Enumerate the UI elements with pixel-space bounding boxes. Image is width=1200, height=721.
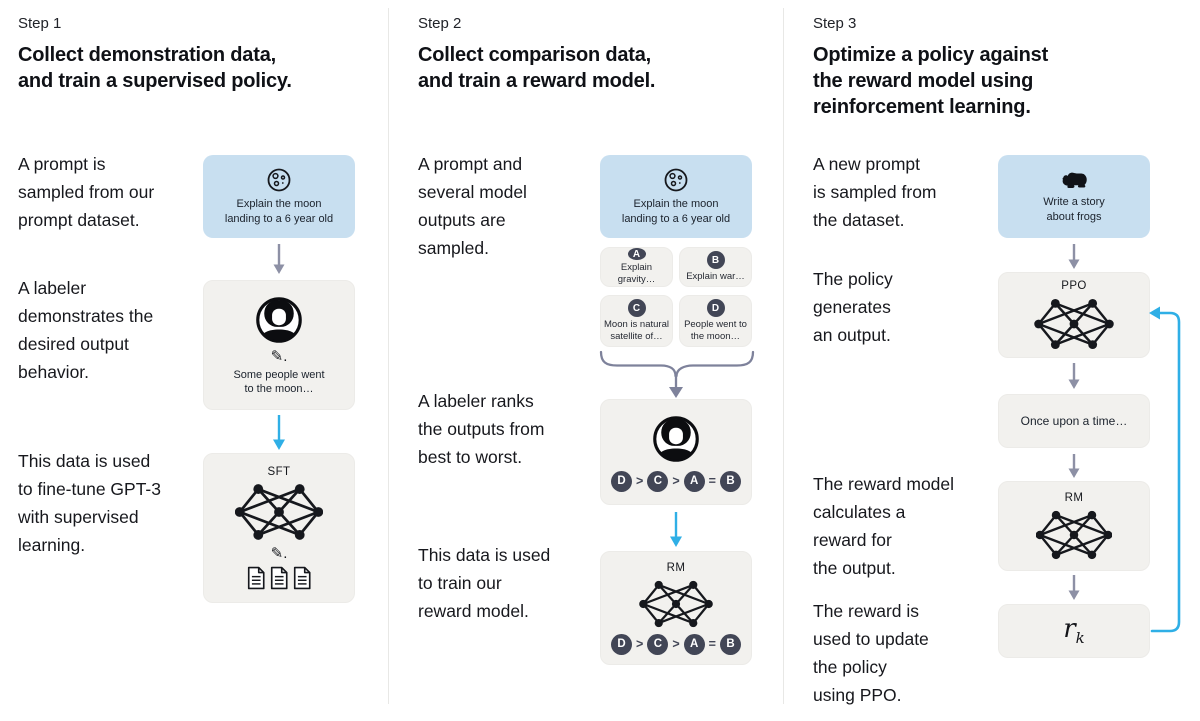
policy-output-card: Once upon a time…: [998, 394, 1150, 448]
ppo-label: PPO: [1061, 279, 1087, 292]
step1-caption-labeler: A labeler demonstrates the desired outpu…: [18, 278, 154, 382]
step3-prompt-text: Write a story about frogs: [1043, 196, 1105, 223]
output-text: People went to the moon…: [684, 319, 747, 342]
step2-caption-prompt: A prompt and several model outputs are s…: [418, 154, 527, 258]
frog-icon: [1062, 172, 1087, 188]
down-arrow-icon: [1068, 575, 1080, 600]
output-card-b: B Explain war…: [679, 247, 752, 287]
step3-caption-update: The reward is used to update the policy …: [813, 601, 929, 705]
step2-label: Step 2: [418, 15, 462, 32]
feedback-loop-arrow-icon: [1149, 306, 1181, 633]
pencil-icon: ✎.: [270, 545, 288, 562]
step3-label: Step 3: [813, 15, 857, 32]
sft-model-card: SFT ✎.: [203, 453, 355, 603]
down-arrow-icon: [273, 244, 285, 274]
step3-caption-prompt: A new prompt is sampled from the dataset…: [813, 154, 937, 230]
rank-chip: D: [611, 470, 633, 492]
ppo-policy-card: PPO: [998, 272, 1150, 358]
rank-chip: A: [683, 470, 705, 492]
step3-rm-card: RM: [998, 481, 1150, 571]
output-card-c: C Moon is natural satellite of…: [600, 295, 673, 347]
step2-caption-rank: A labeler ranks the outputs from best to…: [418, 391, 545, 467]
output-text: Explain gravity…: [617, 262, 656, 285]
rank-chip: B: [719, 470, 741, 492]
step3-prompt-card: Write a story about frogs: [998, 155, 1150, 238]
output-card-a: A Explain gravity…: [600, 247, 673, 287]
column-divider-2: [783, 8, 784, 704]
step1-prompt-card: Explain the moon landing to a 6 year old: [203, 155, 355, 238]
step3-title: Optimize a policy against the reward mod…: [813, 44, 1049, 118]
rm-label: RM: [666, 561, 686, 574]
step1-prompt-text: Explain the moon landing to a 6 year old: [224, 198, 334, 225]
neural-network-icon: [235, 484, 323, 540]
policy-output-text: Once upon a time…: [1020, 413, 1128, 428]
reward-symbol-r: r: [1063, 614, 1076, 645]
rank-separator: =: [708, 474, 716, 488]
step1-caption-train: This data is used to fine-tune GPT-3 wit…: [18, 451, 161, 555]
rank-chip: C: [647, 470, 669, 492]
merge-brace-arrow-icon: [599, 350, 755, 398]
rank-chip: C: [647, 633, 669, 655]
rank-separator: >: [672, 474, 680, 488]
down-arrow-icon: [1068, 363, 1080, 389]
ranking-row: D > C > A = B: [611, 633, 741, 655]
rank-separator: >: [636, 474, 644, 488]
reward-value-card: rk: [998, 604, 1150, 658]
rank-separator: >: [636, 637, 644, 651]
column-divider-1: [388, 8, 389, 704]
output-card-d: D People went to the moon…: [679, 295, 752, 347]
rank-separator: =: [708, 637, 716, 651]
output-chip: B: [706, 251, 725, 269]
reward-symbol-k: k: [1075, 629, 1085, 648]
output-text: Explain war…: [686, 271, 745, 282]
step1-caption-prompt: A prompt is sampled from our prompt data…: [18, 154, 155, 230]
down-arrow-blue-icon: [670, 512, 682, 547]
down-arrow-icon: [1068, 244, 1080, 269]
step2-prompt-text: Explain the moon landing to a 6 year old: [621, 198, 731, 225]
rank-chip: A: [683, 633, 705, 655]
ranking-row: D > C > A = B: [611, 470, 741, 492]
sft-label: SFT: [267, 466, 291, 478]
rm-label: RM: [1064, 491, 1084, 504]
step1-label: Step 1: [18, 15, 62, 32]
neural-network-icon: [1034, 298, 1114, 349]
down-arrow-icon: [1068, 454, 1080, 478]
output-chip: A: [627, 248, 646, 260]
rank-separator: >: [672, 637, 680, 651]
labeler-avatar-icon: [653, 415, 699, 462]
output-chip: C: [627, 299, 646, 317]
neural-network-icon: [1036, 510, 1112, 559]
labeler-avatar-icon: [256, 296, 302, 343]
step2-labeler-card: D > C > A = B: [600, 399, 752, 505]
step2-title: Collect comparison data, and train a rew…: [418, 44, 656, 92]
output-chip: D: [706, 299, 725, 317]
step2-prompt-card: Explain the moon landing to a 6 year old: [600, 155, 752, 238]
rank-chip: D: [611, 633, 633, 655]
pencil-icon: ✎.: [270, 347, 288, 365]
documents-icon: [246, 566, 312, 590]
moon-icon: [664, 168, 688, 192]
moon-icon: [267, 168, 291, 192]
step1-labeler-text: Some people went to the moon…: [233, 368, 325, 396]
step3-caption-output: The policy generates an output.: [813, 269, 893, 345]
neural-network-icon: [639, 580, 713, 627]
rank-chip: B: [719, 633, 741, 655]
down-arrow-blue-icon: [273, 415, 285, 450]
step1-title: Collect demonstration data, and train a …: [18, 44, 292, 92]
rm-model-card: RM D > C > A = B: [600, 551, 752, 665]
step1-labeler-card: ✎. Some people went to the moon…: [203, 280, 355, 410]
step2-caption-train: This data is used to train our reward mo…: [418, 545, 551, 621]
step3-caption-reward: The reward model calculates a reward for…: [813, 474, 955, 578]
reward-symbol: rk: [1063, 614, 1085, 647]
output-text: Moon is natural satellite of…: [604, 319, 669, 342]
